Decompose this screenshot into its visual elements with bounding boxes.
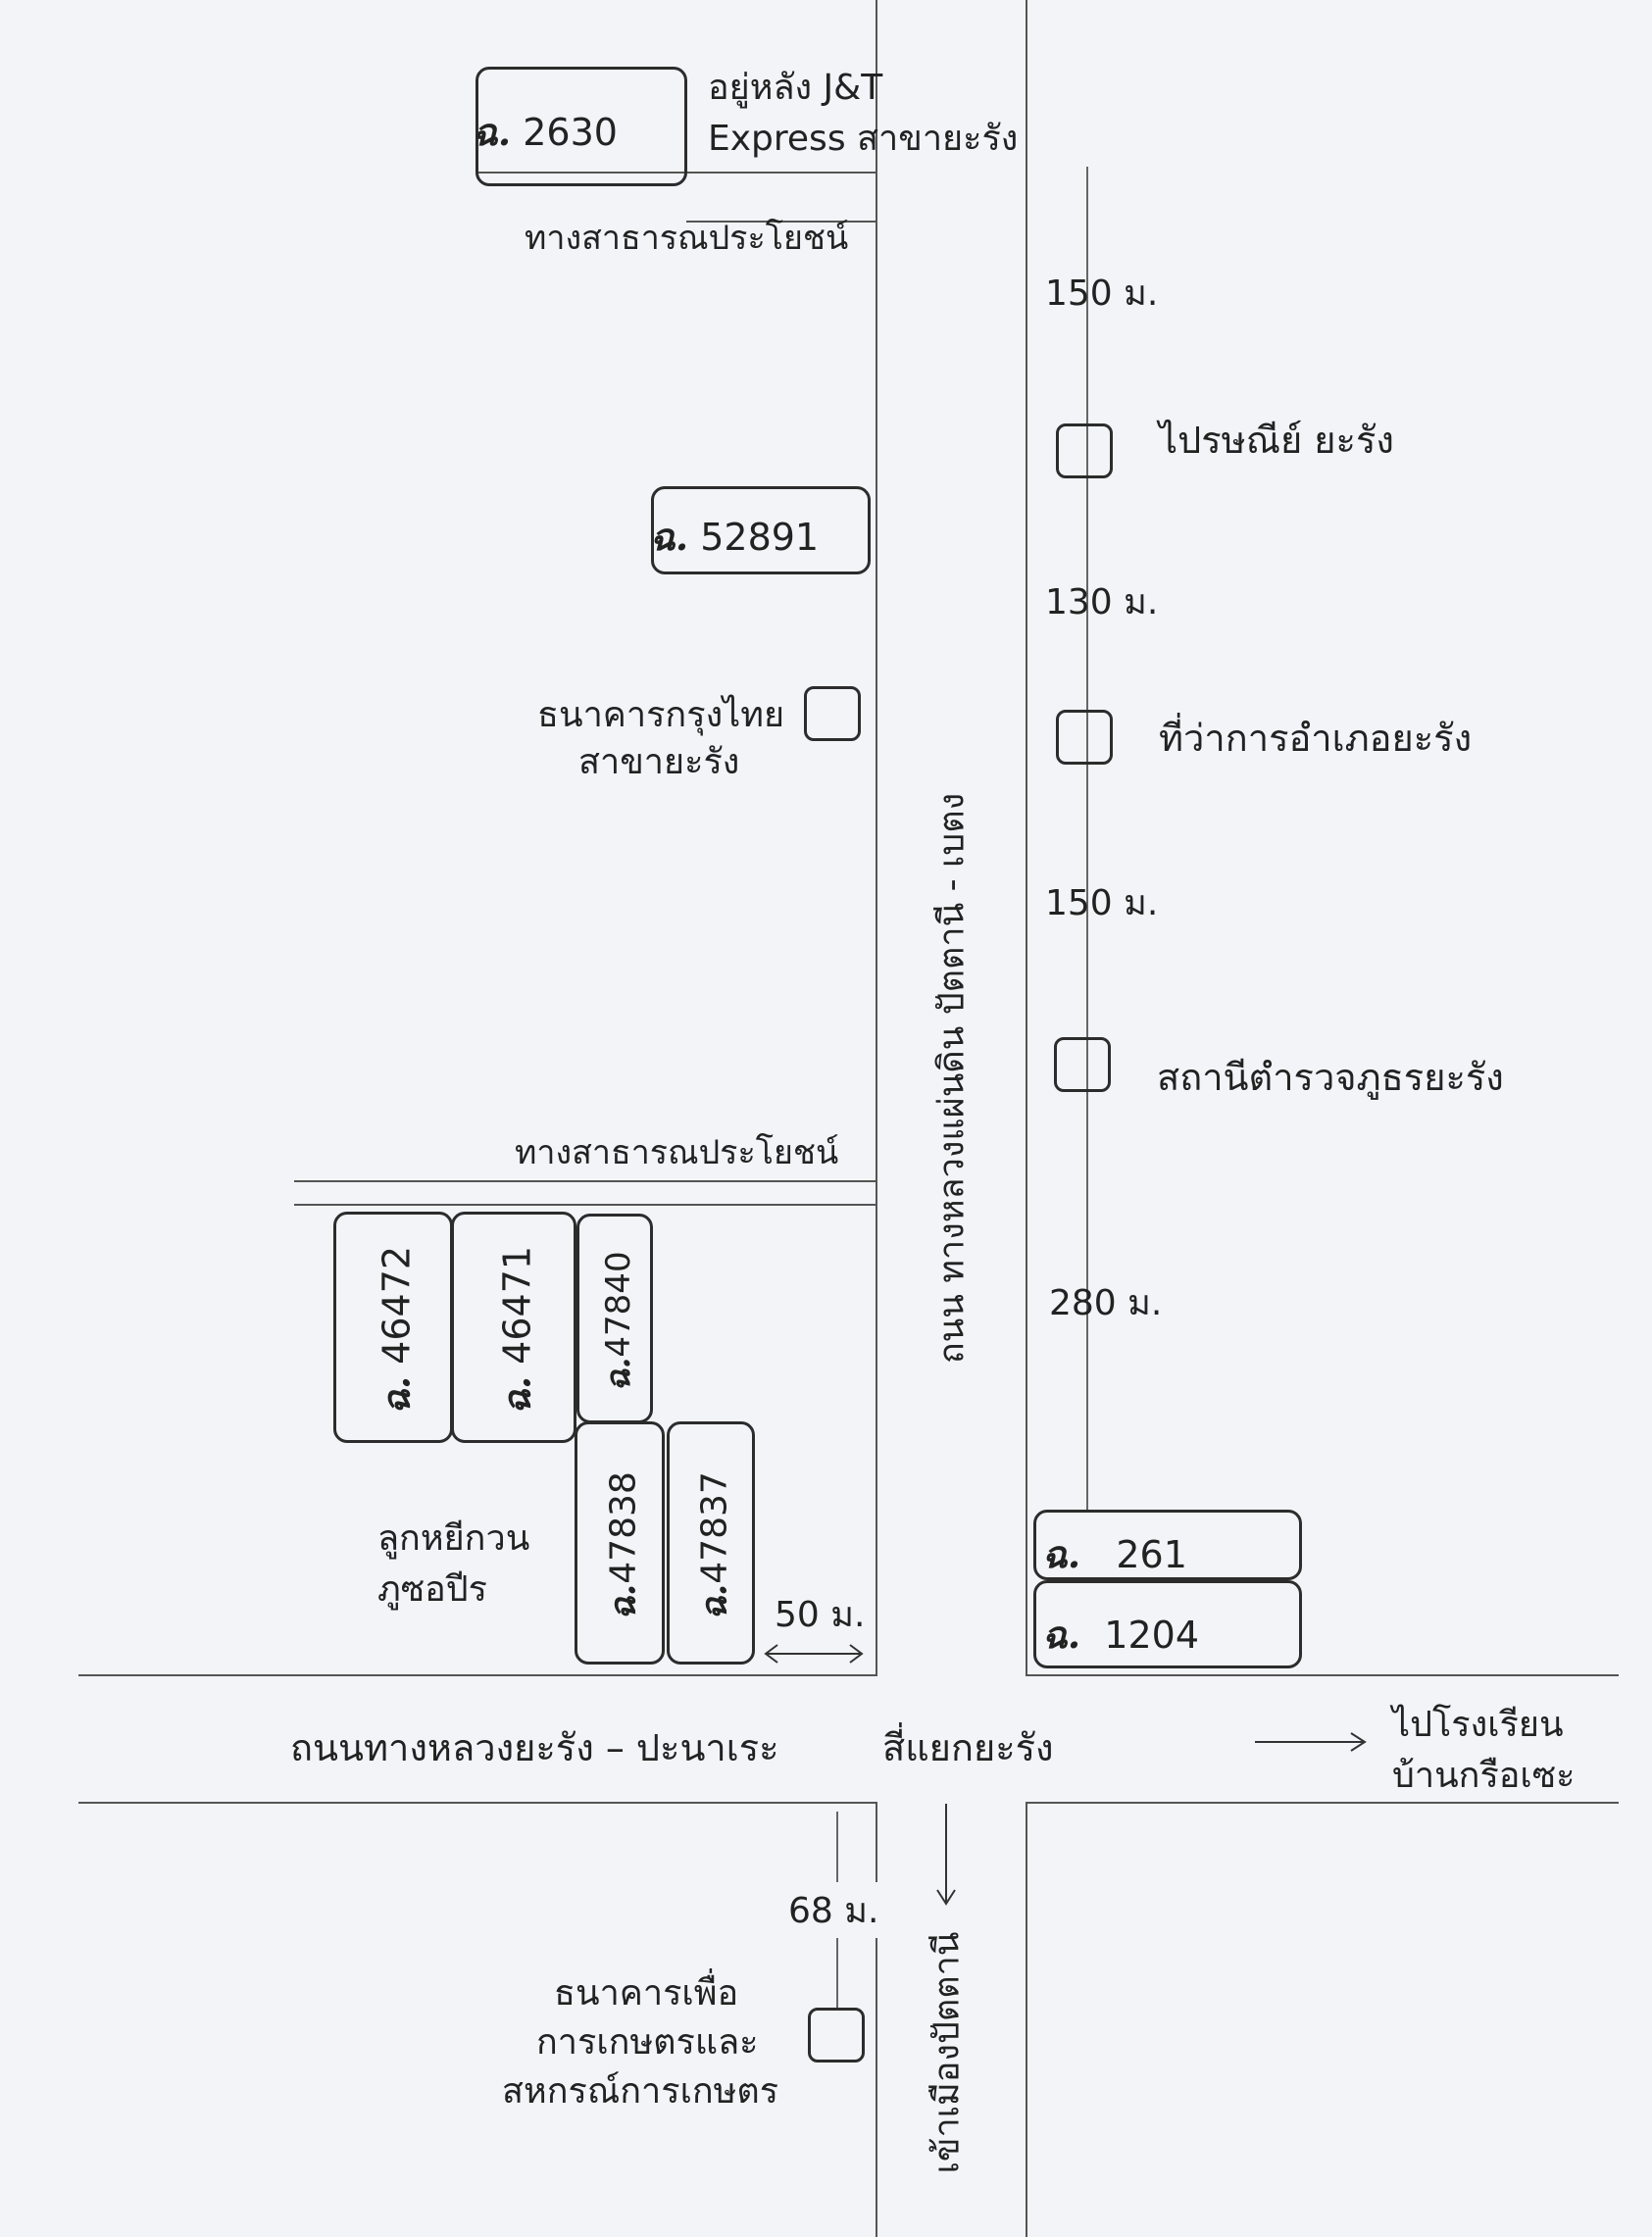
parcel-47840-label: ฉ.47840 bbox=[591, 1251, 644, 1391]
school-direction-line1: ไปโรงเรียน bbox=[1392, 1705, 1564, 1745]
parcel-47840: ฉ.47840 bbox=[576, 1214, 653, 1423]
police-station-icon bbox=[1054, 1037, 1111, 1092]
intersection-label: สี่แยกยะรัง bbox=[882, 1726, 1054, 1769]
parcel-47837-label: ฉ.47837 bbox=[686, 1471, 742, 1620]
parcel-47837: ฉ.47837 bbox=[667, 1421, 755, 1665]
parcel-number: 261 bbox=[1116, 1533, 1187, 1576]
highway-yarang-panare-label: ถนนทางหลวงยะรัง – ปะนาเระ bbox=[290, 1726, 779, 1769]
baac-line2: การเกษตรและ bbox=[536, 2022, 759, 2063]
distance-280m: 280 ม. bbox=[1049, 1283, 1163, 1323]
public-way-label-mid: ทางสาธารณประโยชน์ bbox=[515, 1133, 839, 1172]
parcel-46471-label: ฉ. 46471 bbox=[487, 1246, 547, 1415]
arrow-to-pattani bbox=[936, 1804, 956, 1906]
baac-line1: ธนาคารเพื่อ bbox=[554, 1973, 739, 2013]
baac-line3: สหกรณ์การเกษตร bbox=[502, 2071, 779, 2112]
highway-pattani-betong-label: ถนน ทางหลวงแผ่นดิน ปัตตานี - เบตง bbox=[931, 792, 973, 1365]
ktb-bank-icon bbox=[804, 686, 861, 741]
distance-150m-2: 150 ม. bbox=[1045, 883, 1159, 923]
parcel-52891: ฉ. 52891 bbox=[650, 486, 871, 574]
parcel-prefix: ฉ. bbox=[1042, 1613, 1081, 1657]
public-way-line-mid bbox=[294, 1180, 876, 1182]
parcel-2630-label: ฉ. 2630 bbox=[473, 102, 618, 162]
distance-50m: 50 ม. bbox=[775, 1595, 866, 1635]
district-office-label: ที่ว่าการอำเภอยะรัง bbox=[1159, 717, 1473, 760]
parcel-47838: ฉ.47838 bbox=[575, 1421, 665, 1665]
parcel-46472-label: ฉ. 46472 bbox=[367, 1246, 426, 1415]
parcel-number: 1204 bbox=[1104, 1614, 1200, 1657]
parcel-number: 2630 bbox=[523, 111, 618, 154]
kwan-shop-line2: ภูซอปีร bbox=[377, 1569, 487, 1610]
cross-road-top-edge bbox=[78, 1674, 877, 1676]
to-pattani-label: เข้าเมืองปัตตานี bbox=[926, 1931, 968, 2174]
distance-spine bbox=[1086, 167, 1088, 1510]
parcel-52891-label: ฉ. 52891 bbox=[650, 507, 819, 567]
road-west-edge-top bbox=[876, 0, 877, 1676]
road-east-edge-bottom bbox=[1026, 1802, 1027, 2237]
parcel-number: 46472 bbox=[375, 1245, 419, 1365]
police-station-label: สถานีตำรวจภูธรยะรัง bbox=[1157, 1056, 1504, 1099]
ktb-bank-line2: สาขายะรัง bbox=[578, 742, 740, 782]
public-way-line-mid-2 bbox=[294, 1204, 876, 1206]
parcel-1204: ฉ. 1204 bbox=[1033, 1580, 1302, 1668]
jt-express-note-line2: Express สาขายะรัง bbox=[708, 119, 1019, 159]
jt-express-note-line1: อยู่หลัง J&T bbox=[708, 68, 883, 108]
parcel-prefix: ฉ. bbox=[599, 1357, 638, 1392]
district-office-icon bbox=[1056, 710, 1113, 765]
parcel-2630: ฉ. 2630 bbox=[473, 67, 687, 186]
distance-150m-1: 150 ม. bbox=[1045, 273, 1159, 314]
parcel-1204-label: ฉ. 1204 bbox=[1042, 1605, 1199, 1665]
parcel-number: 47840 bbox=[599, 1251, 638, 1358]
road-east-edge bbox=[1026, 0, 1027, 1676]
cross-road-bottom-edge bbox=[78, 1802, 877, 1804]
post-office-icon bbox=[1056, 423, 1113, 478]
parcel-number: 47838 bbox=[603, 1471, 644, 1584]
distance-68m: 68 ม. bbox=[788, 1882, 879, 1938]
cross-road-bottom-edge-east bbox=[1026, 1802, 1619, 1804]
parcel-prefix: ฉ. bbox=[374, 1375, 419, 1416]
post-office-label: ไปรษณีย์ ยะรัง bbox=[1159, 419, 1394, 462]
arrow-to-school bbox=[1255, 1732, 1367, 1752]
public-way-label-top: ทางสาธารณประโยชน์ bbox=[525, 219, 849, 258]
baac-bank-icon bbox=[808, 2008, 865, 2063]
parcel-number: 47837 bbox=[694, 1471, 735, 1584]
distance-50m-arrow bbox=[764, 1644, 864, 1664]
parcel-prefix: ฉ. bbox=[494, 1375, 539, 1416]
distance-130m: 130 ม. bbox=[1045, 582, 1159, 622]
parcel-prefix: ฉ. bbox=[693, 1583, 735, 1620]
parcel-prefix: ฉ. bbox=[1042, 1532, 1081, 1576]
school-direction-line2: บ้านกรือเซะ bbox=[1392, 1756, 1576, 1796]
parcel-number: 52891 bbox=[700, 516, 820, 559]
parcel-261-label: ฉ. 261 bbox=[1042, 1524, 1187, 1584]
parcel-prefix: ฉ. bbox=[473, 110, 512, 154]
parcel-261: ฉ. 261 bbox=[1033, 1510, 1302, 1580]
parcel-prefix: ฉ. bbox=[650, 515, 689, 559]
parcel-prefix: ฉ. bbox=[602, 1583, 644, 1620]
cross-road-top-edge-east bbox=[1026, 1674, 1619, 1676]
kwan-shop-line1: ลูกหยีกวน bbox=[377, 1518, 530, 1559]
ktb-bank-line1: ธนาคารกรุงไทย bbox=[537, 695, 785, 735]
parcel-46472: ฉ. 46472 bbox=[333, 1212, 453, 1443]
public-way-line-top-2 bbox=[686, 221, 876, 223]
road-west-edge-bottom bbox=[876, 1802, 877, 2237]
parcel-number: 46471 bbox=[495, 1245, 539, 1365]
parcel-46471: ฉ. 46471 bbox=[451, 1212, 576, 1443]
parcel-47838-label: ฉ.47838 bbox=[595, 1471, 651, 1620]
